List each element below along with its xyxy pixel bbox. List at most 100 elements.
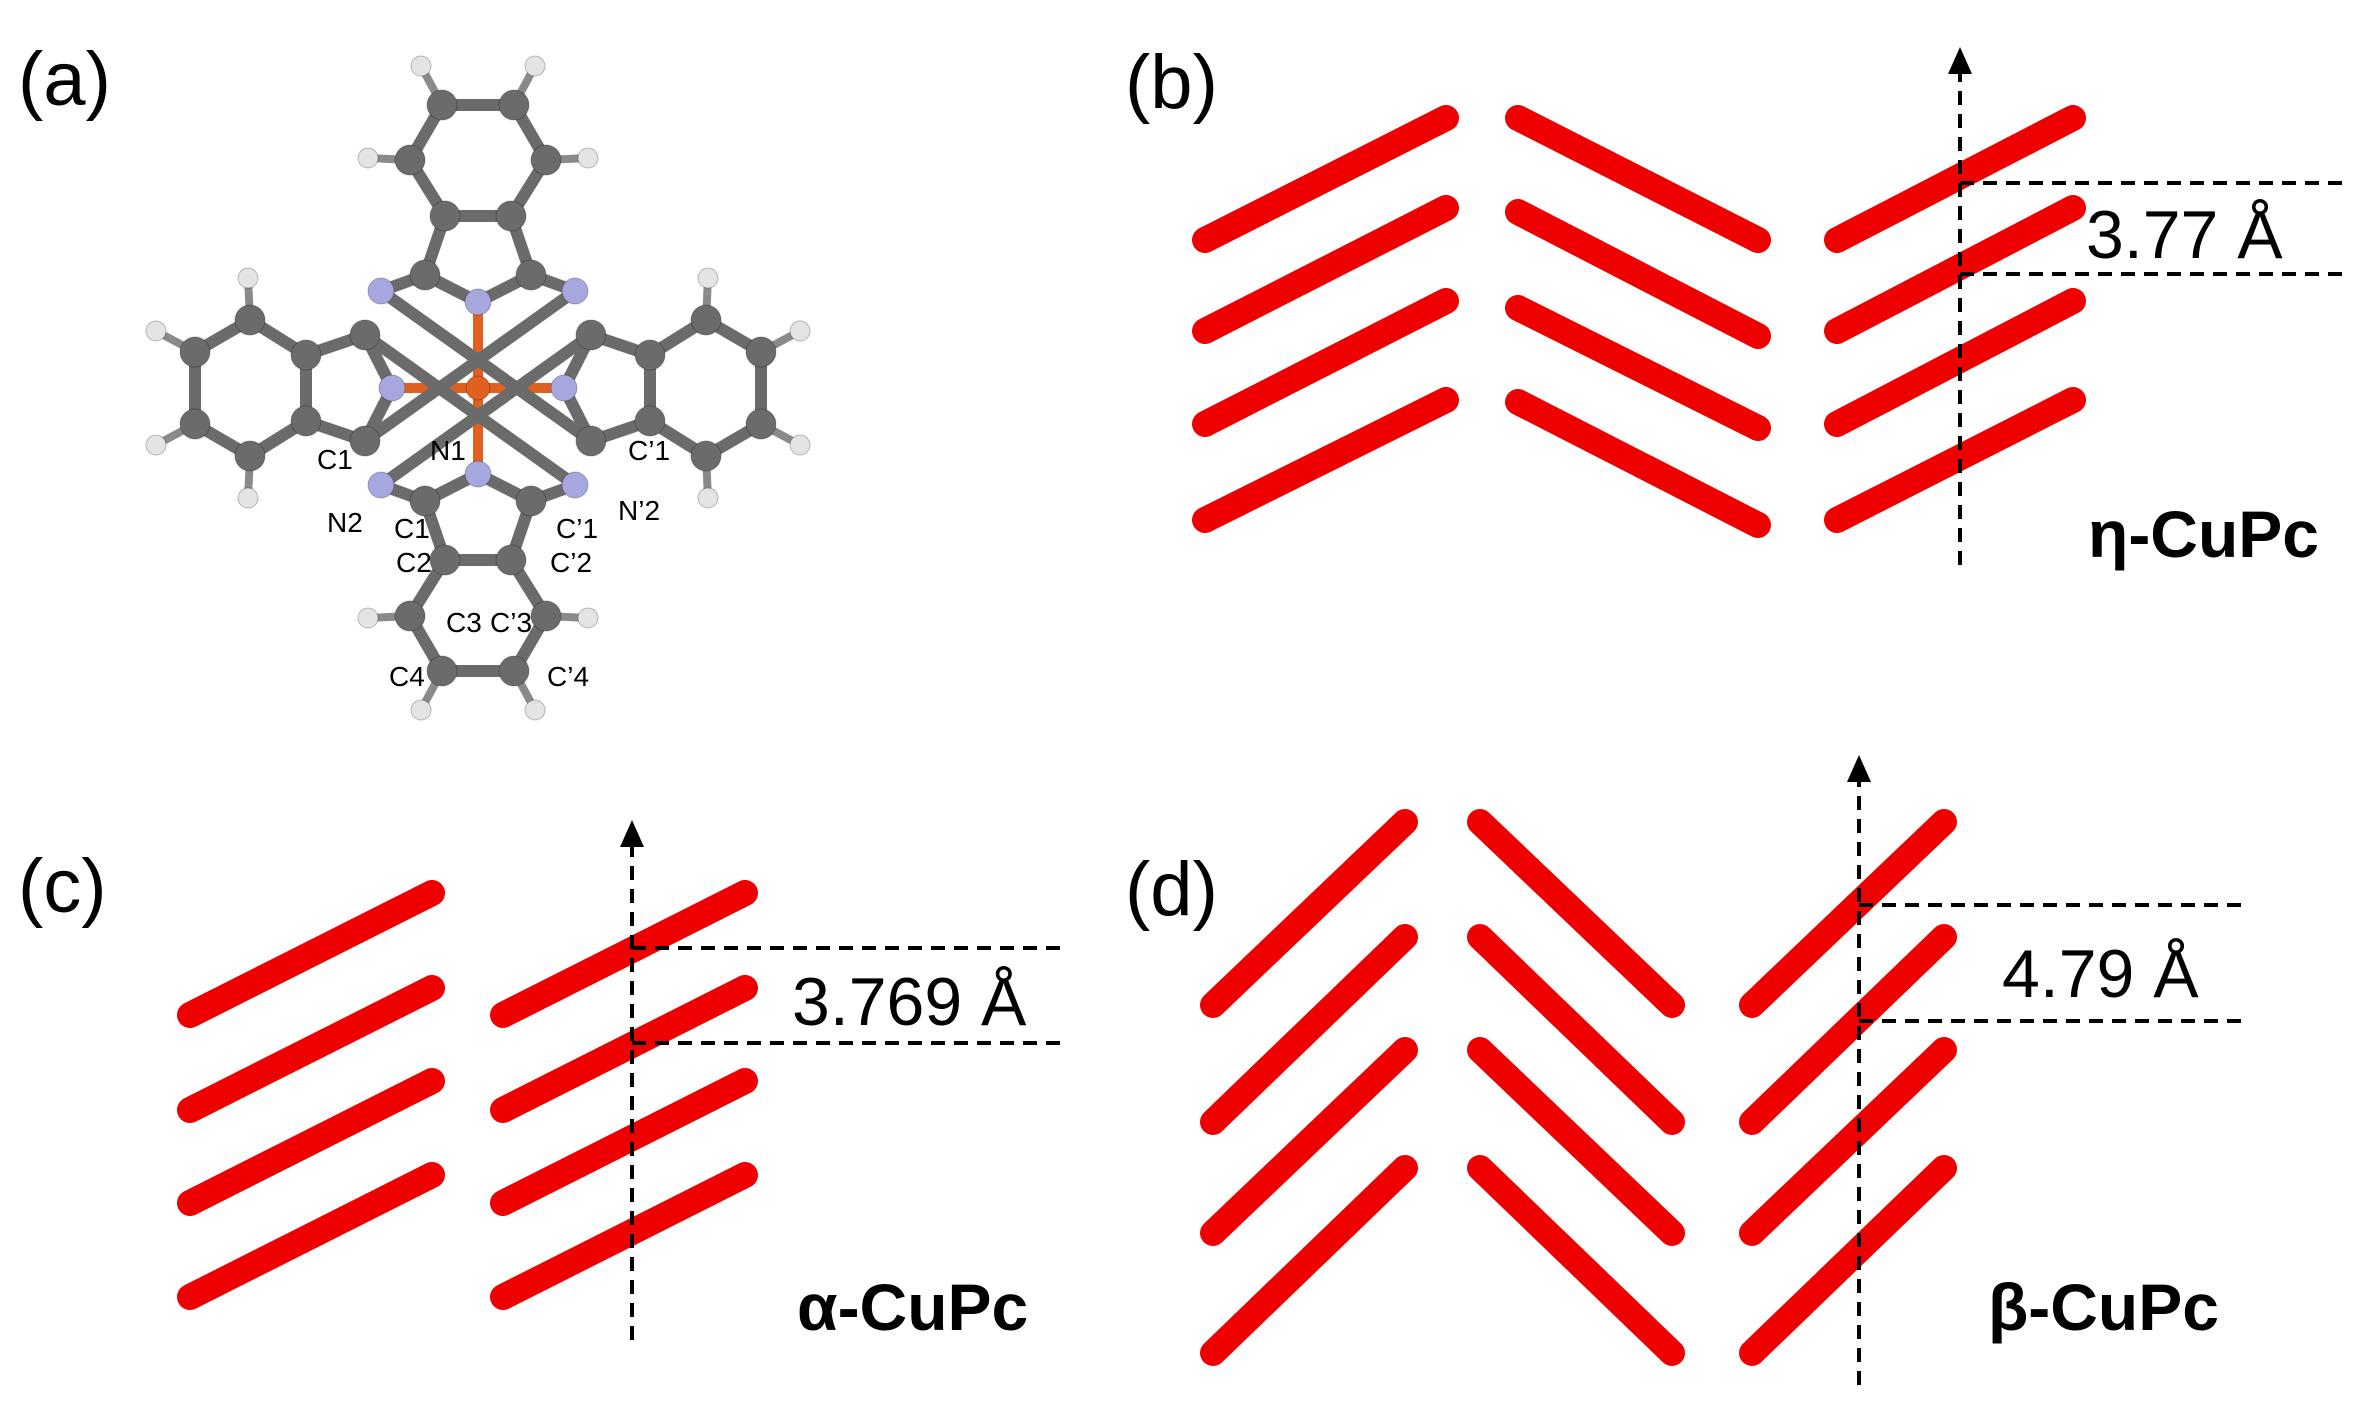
c-interplanar-distance: 3.769 Å — [792, 964, 1027, 1040]
hydrogen-atom — [577, 147, 599, 169]
b-stack2-molecule-4 — [1505, 389, 1771, 538]
atom-label-c1p-bottom: C’1 — [556, 513, 598, 544]
molecule-bond — [359, 285, 581, 447]
b-stack1-molecule-4 — [1192, 387, 1459, 533]
nitrogen-atom — [378, 374, 406, 402]
carbon-atom — [495, 200, 527, 232]
carbon-atom — [575, 319, 607, 351]
cupc-molecule-model — [145, 55, 811, 721]
carbon-atom — [409, 485, 441, 517]
panel-c-letter: (c) — [18, 844, 107, 929]
atom-label-c3: C3 — [446, 607, 482, 638]
nitrogen-atom — [561, 471, 589, 499]
b-phase-label: η-CuPc — [2088, 497, 2319, 571]
carbon-atom — [394, 144, 426, 176]
b-stack1-molecule-3 — [1192, 288, 1459, 437]
carbon-atom — [409, 259, 441, 291]
carbon-atom — [290, 405, 322, 437]
d-interplanar-distance: 4.79 Å — [2002, 936, 2199, 1012]
hydrogen-atom — [410, 699, 432, 721]
carbon-atom — [349, 319, 381, 351]
atom-label-c3p: C’3 — [490, 607, 532, 638]
atom-label-c4p: C’4 — [547, 661, 589, 692]
carbon-atom — [690, 440, 722, 472]
nitrogen-atom — [550, 374, 578, 402]
hydrogen-atom — [524, 55, 546, 77]
carbon-atom — [515, 259, 547, 291]
carbon-atom — [426, 89, 458, 121]
carbon-atom — [515, 485, 547, 517]
hydrogen-atom — [577, 607, 599, 629]
nitrogen-atom — [464, 288, 492, 316]
d-stack3-molecule-3 — [1739, 1037, 1957, 1246]
d-phase-label: β-CuPc — [1988, 1270, 2219, 1344]
atom-label-c1-bottom: C1 — [394, 513, 430, 544]
carbon-atom — [745, 408, 777, 440]
panel-a-letter: (a) — [18, 37, 111, 122]
d-stack3-molecule-4 — [1739, 1155, 1957, 1366]
b-interplanar-distance: 3.77 Å — [2086, 197, 2283, 273]
hydrogen-atom — [697, 487, 719, 509]
atom-label-c1p-right: C’1 — [628, 435, 670, 466]
c-stack1-molecule-3 — [177, 1068, 445, 1216]
carbon-atom — [290, 339, 322, 371]
carbon-atom — [234, 304, 266, 336]
carbon-atom — [429, 200, 461, 232]
carbon-atom — [495, 544, 527, 576]
c-stack2-molecule-3 — [490, 1068, 758, 1216]
hydrogen-atom — [357, 147, 379, 169]
b-stack2-molecule-2 — [1505, 199, 1771, 349]
b-stack1-molecule-1 — [1192, 105, 1459, 253]
b-stack2-molecule-3 — [1505, 295, 1771, 441]
carbon-atom — [394, 600, 426, 632]
b-stacking-axis-arrowhead — [1948, 47, 1972, 74]
hydrogen-atom — [524, 699, 546, 721]
molecule-bond — [375, 285, 597, 447]
d-stack3-molecule-2 — [1739, 924, 1957, 1135]
carbon-atom — [634, 339, 666, 371]
c-stack2-molecule-2 — [490, 975, 758, 1123]
b-stack1-molecule-2 — [1192, 195, 1459, 344]
c-stack2-molecule-4 — [490, 1162, 758, 1310]
hydrogen-atom — [789, 434, 811, 456]
hydrogen-atom — [237, 267, 259, 289]
d-stack2-molecule-4 — [1467, 1155, 1685, 1366]
c-phase-label: α-CuPc — [797, 1270, 1028, 1344]
d-stack2-molecule-3 — [1467, 1037, 1685, 1246]
panel-d: (d) 4.79 Å β-CuPc — [1125, 755, 2245, 1385]
nitrogen-atom — [367, 471, 395, 499]
carbon-atom — [690, 304, 722, 336]
carbon-atom — [234, 440, 266, 472]
nitrogen-atom — [367, 277, 395, 305]
d-stack2-molecule-2 — [1467, 924, 1685, 1135]
b-stack3-molecule-4 — [1824, 387, 2086, 533]
hydrogen-atom — [789, 320, 811, 342]
atom-label-c4: C4 — [389, 661, 425, 692]
carbon-atom — [745, 336, 777, 368]
d-stacking-axis-arrowhead — [1847, 755, 1871, 782]
molecule-bond — [359, 329, 581, 491]
atom-label-c2p: C’2 — [550, 547, 592, 578]
nitrogen-atom — [561, 277, 589, 305]
molecule-bond — [375, 329, 597, 491]
hydrogen-atom — [357, 607, 379, 629]
d-stack1-molecule-2 — [1200, 924, 1418, 1135]
nitrogen-atom — [464, 460, 492, 488]
carbon-atom — [530, 600, 562, 632]
b-stack3-molecule-3 — [1824, 288, 2086, 437]
carbon-atom — [575, 425, 607, 457]
carbon-atom — [426, 655, 458, 687]
hydrogen-atom — [697, 267, 719, 289]
atom-label-c1-left: C1 — [317, 444, 353, 475]
hydrogen-atom — [145, 434, 167, 456]
panel-a: (a) C1 N1 C’1 N2 C1 C’1 N’2 C2 C’2 C3 C’… — [18, 37, 811, 721]
carbon-atom — [634, 405, 666, 437]
c-stack1-molecule-2 — [177, 975, 445, 1123]
carbon-atom — [179, 336, 211, 368]
d-stack3-molecule-1 — [1739, 809, 1957, 1018]
panel-d-letter: (d) — [1125, 847, 1218, 932]
hydrogen-atom — [410, 55, 432, 77]
atom-label-c2: C2 — [396, 547, 432, 578]
d-stack1-molecule-1 — [1200, 809, 1418, 1018]
